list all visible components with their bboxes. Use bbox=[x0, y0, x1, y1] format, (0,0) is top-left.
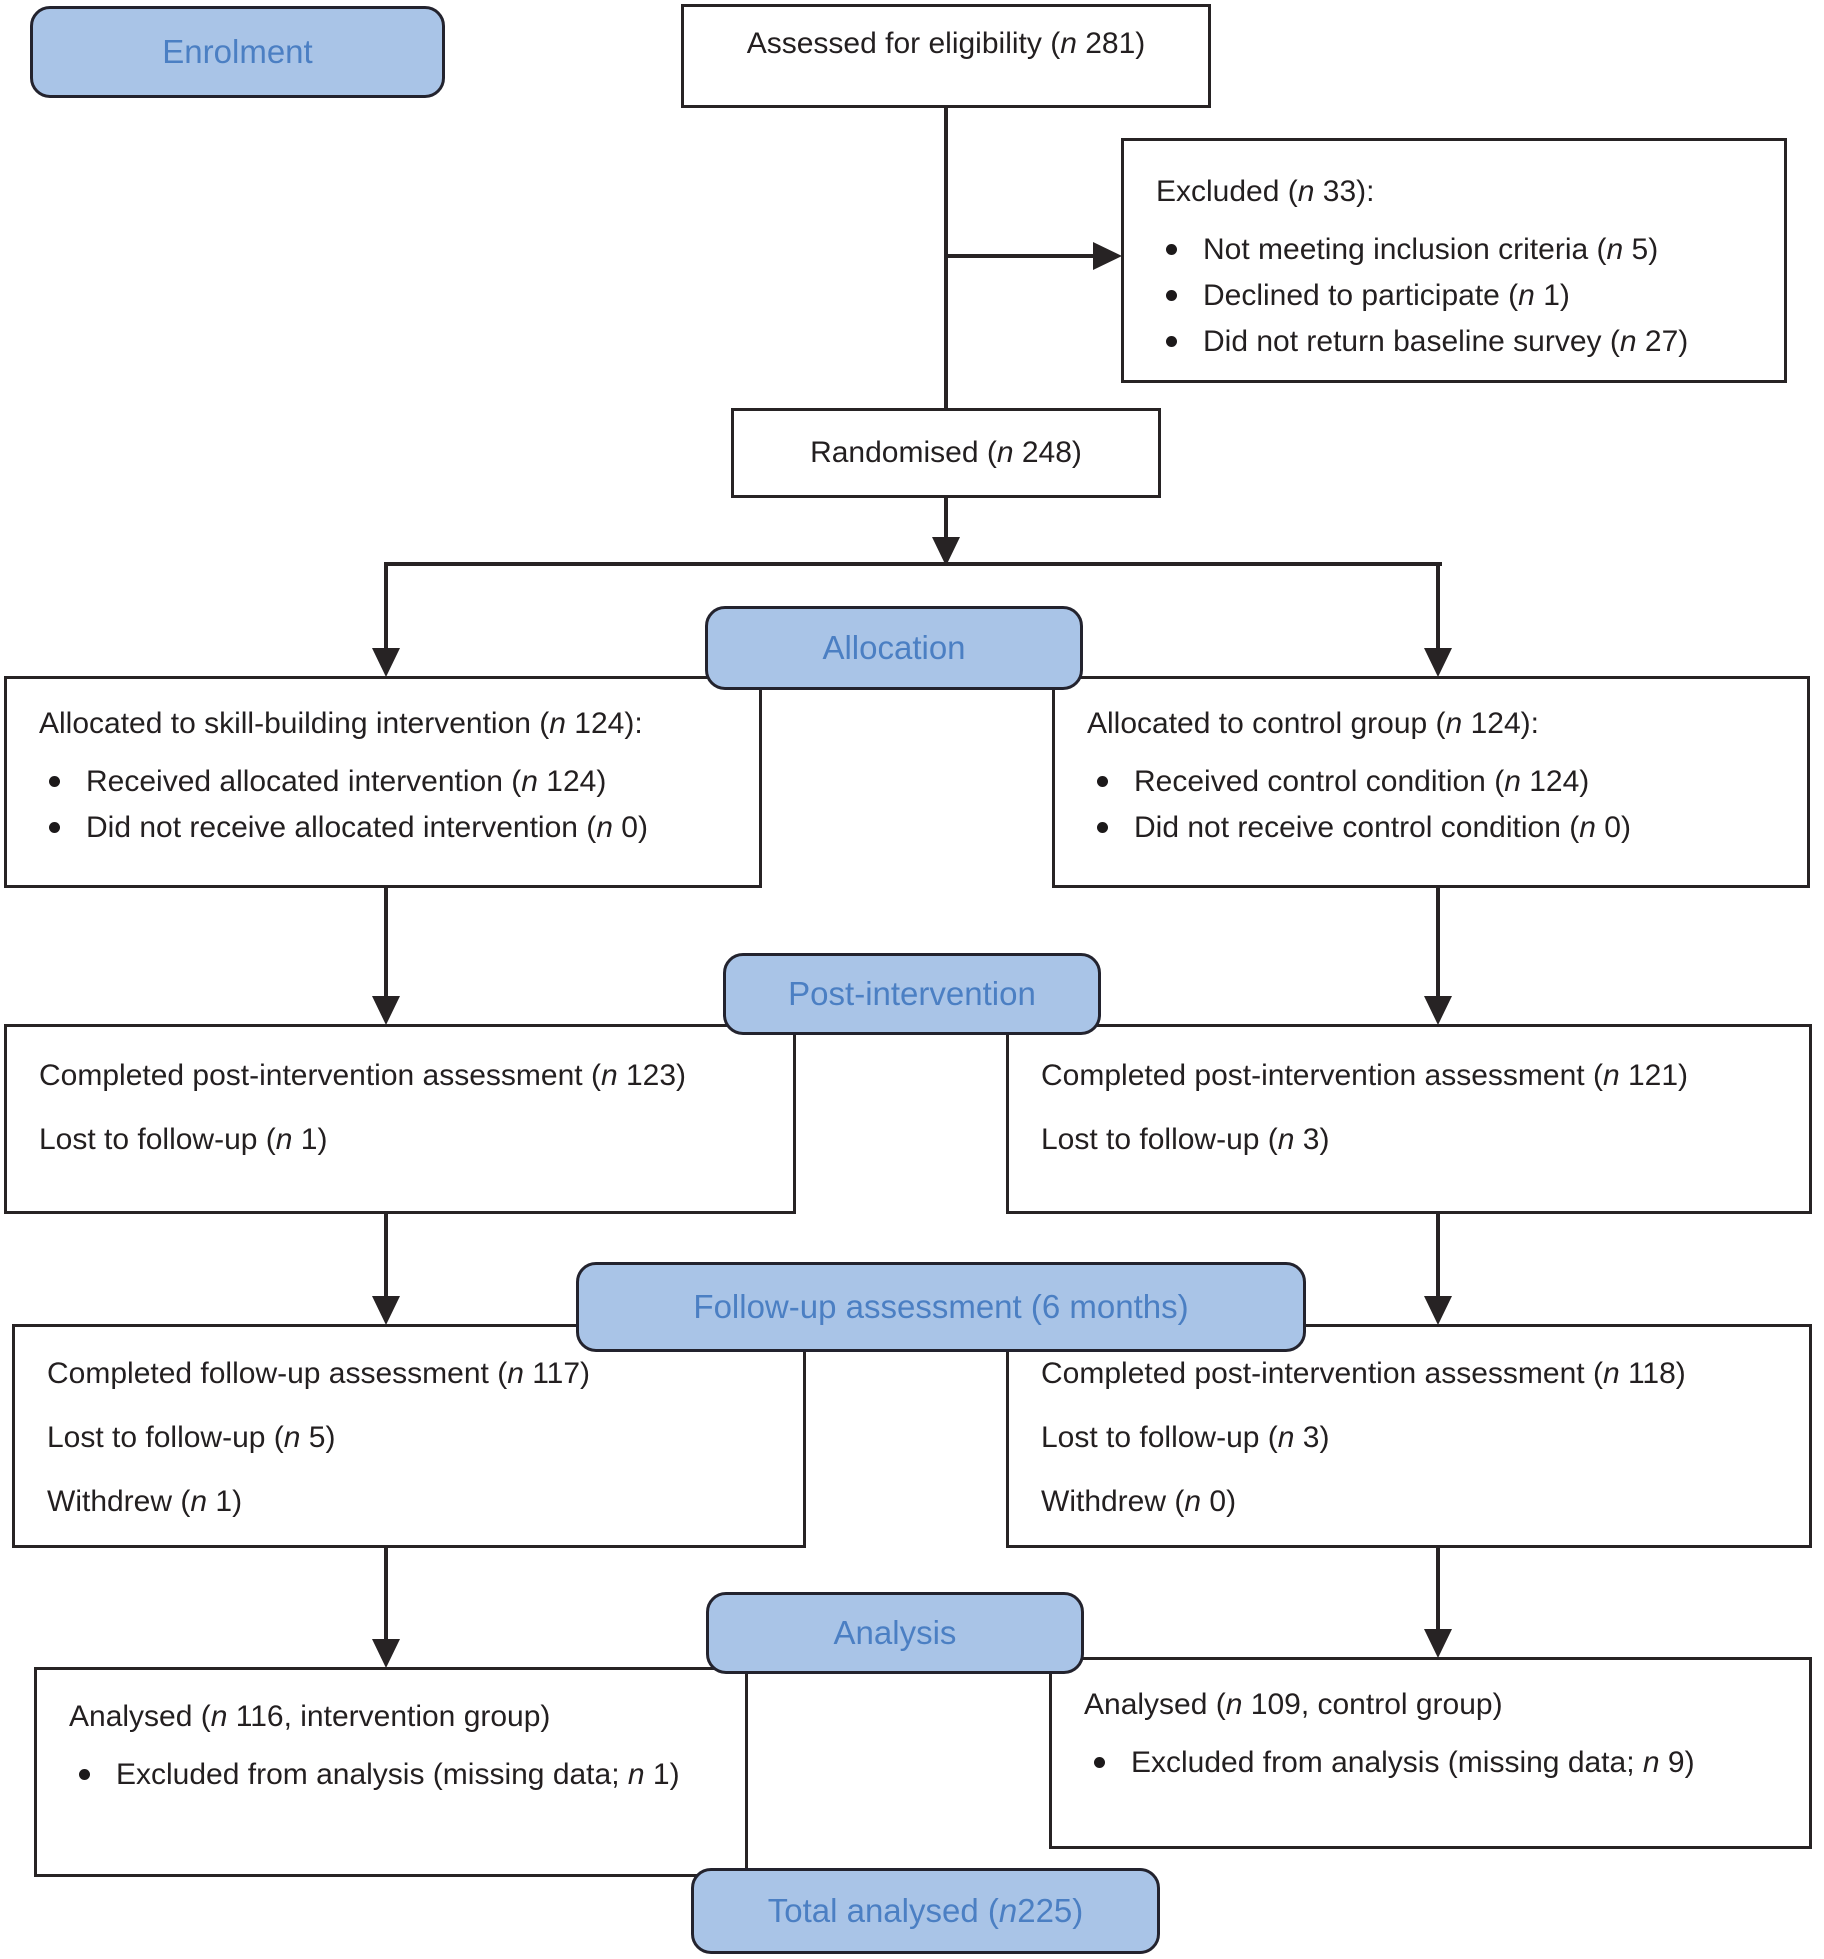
arrowhead-analysis-right bbox=[1424, 1629, 1452, 1658]
bullet-icon bbox=[79, 1769, 90, 1780]
alloc-left-bullet-text: Received allocated intervention (n 124) bbox=[86, 765, 607, 798]
alloc-left-bullet: Received allocated intervention (n 124) bbox=[7, 761, 759, 803]
alloc-right-bullet-text: Did not receive control condition (n 0) bbox=[1134, 811, 1631, 844]
box-excluded: Excluded (n 33): Not meeting inclusion c… bbox=[1121, 138, 1787, 383]
randomised-text: Randomised (n 248) bbox=[810, 436, 1082, 469]
box-analysis-left: Analysed (n 116, intervention group) Exc… bbox=[34, 1667, 748, 1877]
excluded-bullet-text: Did not return baseline survey (n 27) bbox=[1203, 325, 1689, 358]
connector-alloc-post-right bbox=[1436, 886, 1440, 998]
stage-label-enrolment: Enrolment bbox=[30, 6, 445, 98]
post-left-line: Lost to follow-up (n 1) bbox=[39, 1123, 328, 1156]
arrowhead-post-right bbox=[1424, 996, 1452, 1025]
bullet-icon bbox=[49, 822, 60, 833]
arrowhead-branch bbox=[932, 537, 960, 566]
excluded-bullet: Did not return baseline survey (n 27) bbox=[1124, 321, 1784, 363]
post-right-line: Lost to follow-up (n 3) bbox=[1041, 1123, 1330, 1156]
stage-label-total-analysed: Total analysed (n 225) bbox=[691, 1868, 1160, 1954]
box-post-intervention-left: Completed post-intervention assessment (… bbox=[4, 1024, 796, 1214]
alloc-left-bullet-text: Did not receive allocated intervention (… bbox=[86, 811, 648, 844]
branch-line bbox=[384, 562, 1442, 566]
analysis-right-bullet: Excluded from analysis (missing data; n … bbox=[1052, 1742, 1809, 1784]
connector-assessed-to-randomised bbox=[944, 108, 948, 408]
followup-left-line: Withdrew (n 1) bbox=[47, 1485, 243, 1518]
bullet-icon bbox=[1097, 776, 1108, 787]
arrowhead-alloc-left bbox=[372, 648, 400, 677]
excluded-bullet: Not meeting inclusion criteria (n 5) bbox=[1124, 229, 1784, 271]
arrowhead-post-left bbox=[372, 996, 400, 1025]
bullet-icon bbox=[49, 776, 60, 787]
followup-left-line: Lost to follow-up (n 5) bbox=[47, 1421, 336, 1454]
bullet-icon bbox=[1166, 244, 1177, 255]
alloc-right-bullet-text: Received control condition (n 124) bbox=[1134, 765, 1590, 798]
analysis-right-bullet-text: Excluded from analysis (missing data; n … bbox=[1131, 1746, 1695, 1779]
connector-alloc-post-left bbox=[384, 886, 388, 998]
arrowhead-excluded bbox=[1093, 242, 1122, 270]
box-assessed: Assessed for eligibility (n 281) bbox=[681, 4, 1211, 108]
excluded-bullet-text: Declined to participate (n 1) bbox=[1203, 279, 1570, 312]
arrowhead-followup-left bbox=[372, 1296, 400, 1325]
excluded-title: Excluded (n 33): bbox=[1156, 175, 1375, 208]
stage-label-follow-up: Follow-up assessment (6 months) bbox=[576, 1262, 1306, 1352]
alloc-right-bullet: Received control condition (n 124) bbox=[1055, 761, 1807, 803]
excluded-bullet-text: Not meeting inclusion criteria (n 5) bbox=[1203, 233, 1659, 266]
box-allocation-control: Allocated to control group (n 124): Rece… bbox=[1052, 676, 1810, 888]
arrowhead-analysis-left bbox=[372, 1639, 400, 1668]
bullet-icon bbox=[1097, 822, 1108, 833]
connector-branch-left bbox=[384, 562, 388, 650]
analysis-left-title: Analysed (n 116, intervention group) bbox=[69, 1700, 551, 1733]
stage-label-post-intervention: Post-intervention bbox=[723, 953, 1101, 1035]
box-allocation-intervention: Allocated to skill-building intervention… bbox=[4, 676, 762, 888]
box-followup-right: Completed post-intervention assessment (… bbox=[1006, 1324, 1812, 1548]
box-analysis-right: Analysed (n 109, control group) Excluded… bbox=[1049, 1657, 1812, 1849]
excluded-bullet: Declined to participate (n 1) bbox=[1124, 275, 1784, 317]
post-right-line: Completed post-intervention assessment (… bbox=[1041, 1059, 1689, 1092]
connector-followup-analysis-right bbox=[1436, 1548, 1440, 1630]
bullet-icon bbox=[1166, 336, 1177, 347]
arrowhead-followup-right bbox=[1424, 1296, 1452, 1325]
analysis-right-title: Analysed (n 109, control group) bbox=[1084, 1688, 1503, 1721]
alloc-left-title: Allocated to skill-building intervention… bbox=[39, 707, 643, 740]
connector-branch-right bbox=[1436, 562, 1440, 650]
connector-post-followup-left bbox=[384, 1214, 388, 1298]
stage-label-allocation: Allocation bbox=[705, 606, 1083, 690]
bullet-icon bbox=[1166, 290, 1177, 301]
followup-right-line: Lost to follow-up (n 3) bbox=[1041, 1421, 1330, 1454]
arrowhead-alloc-right bbox=[1424, 648, 1452, 677]
bullet-icon bbox=[1094, 1757, 1105, 1768]
connector-randomised-to-branch bbox=[944, 498, 948, 540]
box-randomised: Randomised (n 248) bbox=[731, 408, 1161, 498]
alloc-right-title: Allocated to control group (n 124): bbox=[1087, 707, 1539, 740]
connector-to-excluded bbox=[946, 254, 1096, 258]
followup-left-line: Completed follow-up assessment (n 117) bbox=[47, 1357, 591, 1390]
followup-right-line: Completed post-intervention assessment (… bbox=[1041, 1357, 1686, 1390]
connector-followup-analysis-left bbox=[384, 1548, 388, 1640]
post-left-line: Completed post-intervention assessment (… bbox=[39, 1059, 687, 1092]
assessed-text: Assessed for eligibility (n 281) bbox=[746, 27, 1146, 60]
box-followup-left: Completed follow-up assessment (n 117) L… bbox=[12, 1324, 806, 1548]
analysis-left-bullet-text: Excluded from analysis (missing data; n … bbox=[116, 1758, 680, 1791]
box-post-intervention-right: Completed post-intervention assessment (… bbox=[1006, 1024, 1812, 1214]
connector-post-followup-right bbox=[1436, 1214, 1440, 1298]
alloc-left-bullet: Did not receive allocated intervention (… bbox=[7, 807, 759, 849]
analysis-left-bullet: Excluded from analysis (missing data; n … bbox=[37, 1754, 745, 1796]
stage-label-analysis: Analysis bbox=[706, 1592, 1084, 1674]
followup-right-line: Withdrew (n 0) bbox=[1041, 1485, 1237, 1518]
alloc-right-bullet: Did not receive control condition (n 0) bbox=[1055, 807, 1807, 849]
